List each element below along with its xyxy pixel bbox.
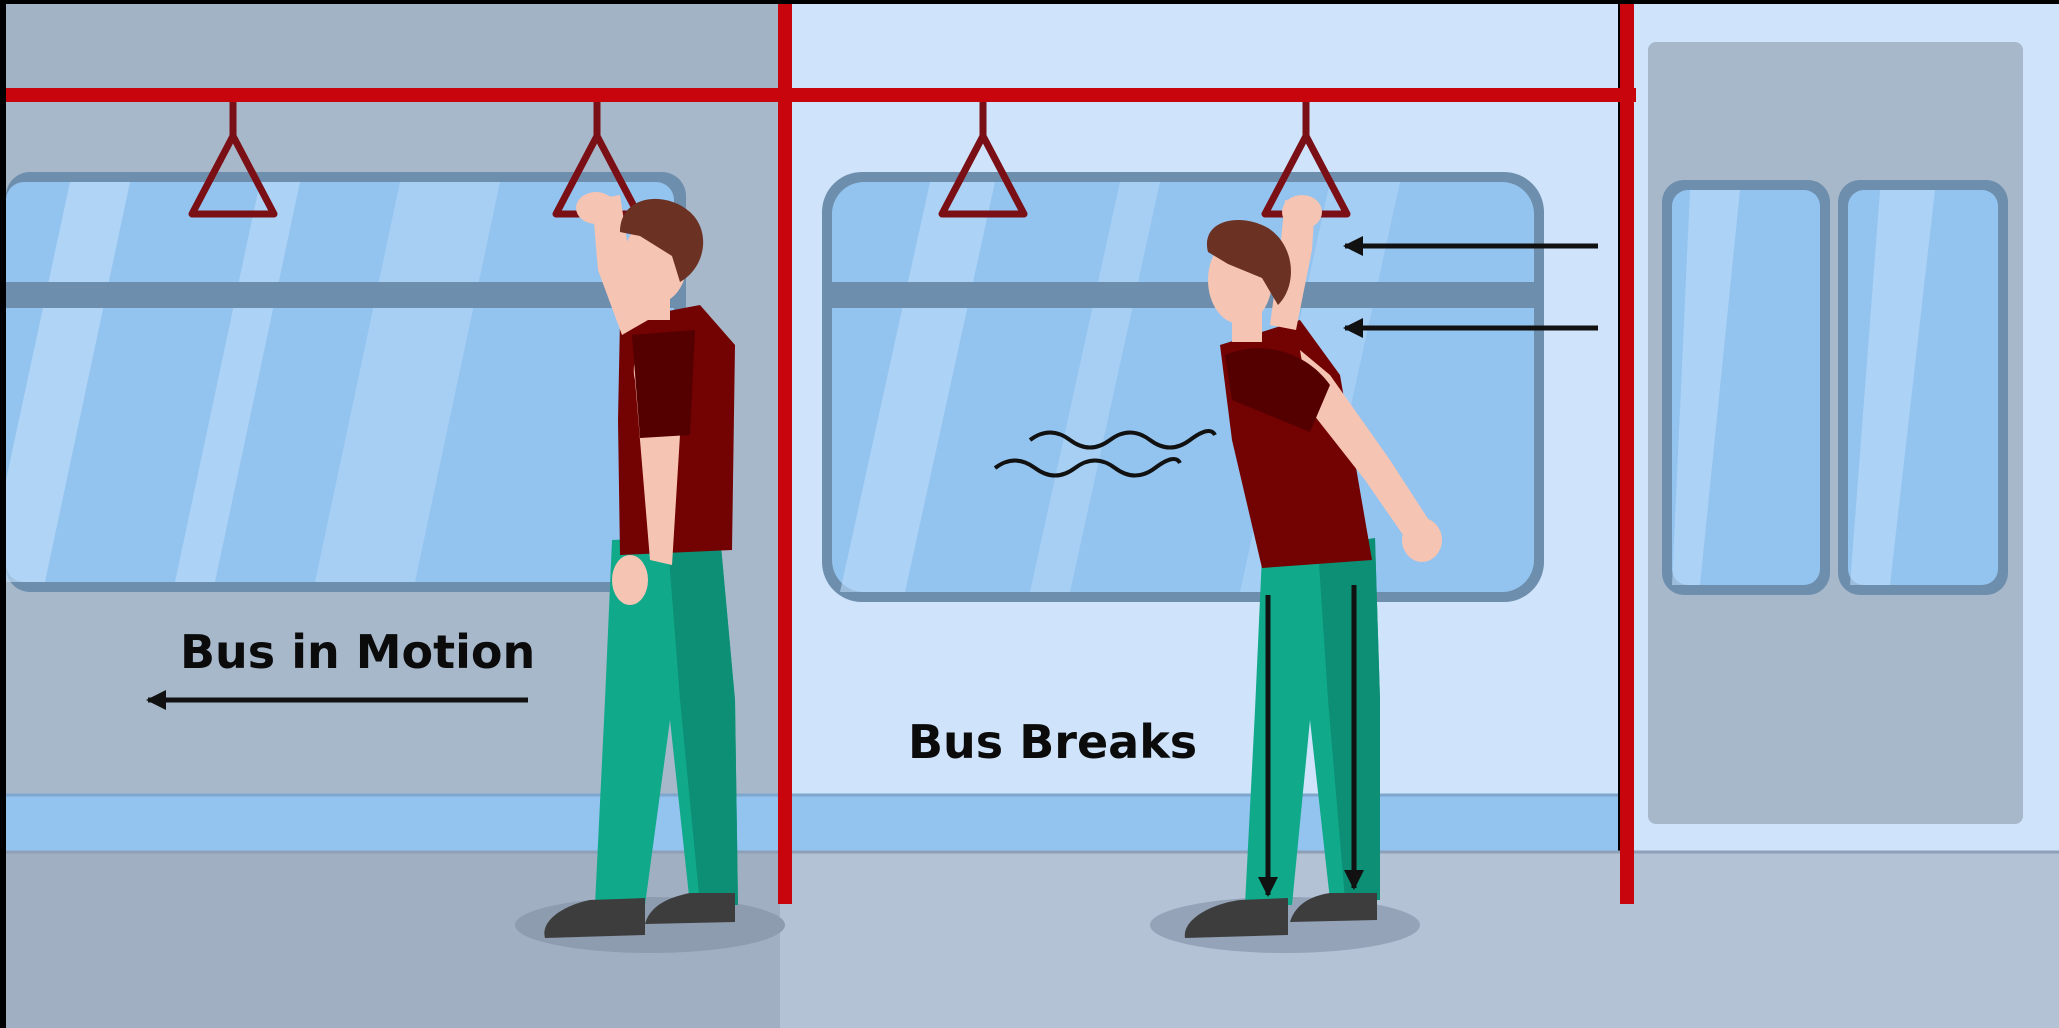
bus-breaks-label: Bus Breaks [908,715,1197,769]
floor [6,852,2059,1028]
center-interior [780,4,1618,854]
baseboard-strip [6,795,780,851]
vertical-pole [778,4,792,904]
door-window-right [1838,180,2008,595]
bus-in-motion-label: Bus in Motion [180,625,535,679]
door-window-left [1662,180,1830,595]
right-interior [1630,4,2059,854]
vertical-pole [1620,4,1634,904]
overhead-rail [6,88,1636,102]
left-window [6,172,686,592]
